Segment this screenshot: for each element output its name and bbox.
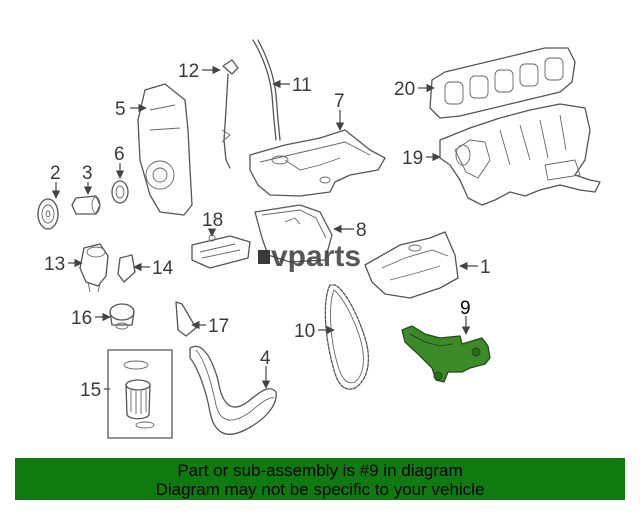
svg-text:9: 9 <box>460 298 471 319</box>
svg-text:20: 20 <box>394 79 415 100</box>
svg-text:16: 16 <box>71 308 92 329</box>
svg-text:15: 15 <box>80 380 101 401</box>
part-15-oil-filter-kit[interactable] <box>107 349 173 439</box>
callout-7: 7 <box>334 91 345 131</box>
callout-14: 14 <box>133 258 174 279</box>
svg-text:8: 8 <box>356 220 367 241</box>
callout-12: 12 <box>178 61 221 82</box>
svg-text:4: 4 <box>260 348 271 369</box>
callout-4: 4 <box>260 348 271 389</box>
part-4-chain-guide[interactable] <box>189 345 277 435</box>
svg-text:7: 7 <box>334 91 345 112</box>
callout-9: 9 <box>460 298 471 335</box>
callout-19: 19 <box>402 148 441 169</box>
svg-text:3: 3 <box>82 163 93 184</box>
part-17-bracket[interactable] <box>175 301 197 337</box>
banner-line-1: Part or sub-assembly is #9 in diagram <box>177 461 463 480</box>
svg-text:13: 13 <box>44 254 65 275</box>
callout-2: 2 <box>50 163 61 199</box>
part-8-oil-pan-lower[interactable] <box>254 204 333 263</box>
info-banner: Part or sub-assembly is #9 in diagram Di… <box>15 458 625 500</box>
part-16-filter-cap[interactable] <box>109 303 135 330</box>
svg-text:1: 1 <box>480 257 491 278</box>
part-19-intake-manifold[interactable] <box>439 103 601 206</box>
svg-text:10: 10 <box>294 321 315 342</box>
part-3-spacer[interactable] <box>71 195 101 215</box>
svg-text:11: 11 <box>292 75 312 96</box>
banner-line-2: Diagram may not be specific to your vehi… <box>155 480 485 499</box>
svg-text:6: 6 <box>114 144 125 165</box>
svg-text:17: 17 <box>208 316 229 337</box>
svg-text:2: 2 <box>50 163 61 184</box>
part-6-seal[interactable] <box>111 180 129 204</box>
callout-6: 6 <box>114 144 125 179</box>
part-13-filter-housing[interactable] <box>79 243 109 293</box>
parts-diagram: vparts 1 2 3 4 5 6 7 8 9 10 11 12 13 14 … <box>37 39 601 439</box>
callout-3: 3 <box>82 163 93 195</box>
part-5-timing-cover[interactable] <box>137 83 193 216</box>
callout-10: 10 <box>294 321 335 342</box>
svg-text:5: 5 <box>115 99 126 120</box>
part-2-pulley[interactable] <box>37 198 59 230</box>
part-10-timing-chain[interactable] <box>324 284 369 390</box>
watermark: vparts <box>258 240 361 273</box>
callout-16: 16 <box>71 308 111 329</box>
part-7-oil-pan-upper[interactable] <box>249 129 386 197</box>
callout-5: 5 <box>115 99 147 120</box>
part-18-cover[interactable] <box>191 234 251 269</box>
svg-text:12: 12 <box>178 61 199 82</box>
svg-text:18: 18 <box>202 210 223 231</box>
callout-20: 20 <box>394 79 435 100</box>
callout-1: 1 <box>459 257 491 278</box>
part-11-dipstick-tube[interactable] <box>252 39 281 141</box>
watermark-text: vparts <box>271 240 361 273</box>
part-14-gasket[interactable] <box>117 254 136 283</box>
part-9-highlighted[interactable] <box>401 325 491 383</box>
callout-13: 13 <box>44 254 83 275</box>
callout-8: 8 <box>333 220 367 241</box>
callout-11: 11 <box>272 75 312 96</box>
part-12-dipstick[interactable] <box>221 59 239 169</box>
callout-17: 17 <box>191 316 229 337</box>
callout-18: 18 <box>202 210 223 237</box>
svg-text:14: 14 <box>152 258 174 279</box>
svg-text:19: 19 <box>402 148 423 169</box>
callout-15: 15 <box>80 380 110 401</box>
part-20-manifold-gasket[interactable] <box>429 47 576 119</box>
part-1-oil-pan-section[interactable] <box>364 231 459 299</box>
